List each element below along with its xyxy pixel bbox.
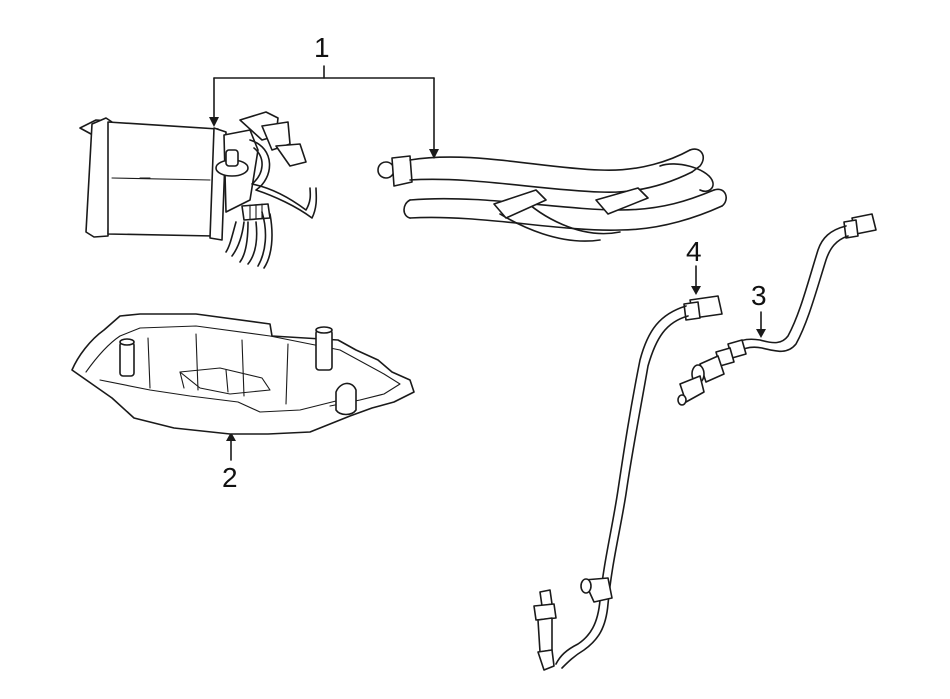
callout-2-leader [226,432,236,461]
callout-1-leader [209,65,439,159]
oxygen-sensor-downstream [533,295,723,671]
canister-shield [71,313,415,435]
callout-number-1: 1 [314,32,330,63]
vapor-hose-assembly [377,148,727,242]
evap-canister [79,111,318,269]
callout-3-leader [756,311,766,338]
callout-number-4: 4 [686,236,702,267]
callout-number-2: 2 [222,462,238,493]
oxygen-sensor-upstream [677,213,877,406]
callout-4-leader [691,265,701,295]
callout-number-3: 3 [751,280,767,311]
